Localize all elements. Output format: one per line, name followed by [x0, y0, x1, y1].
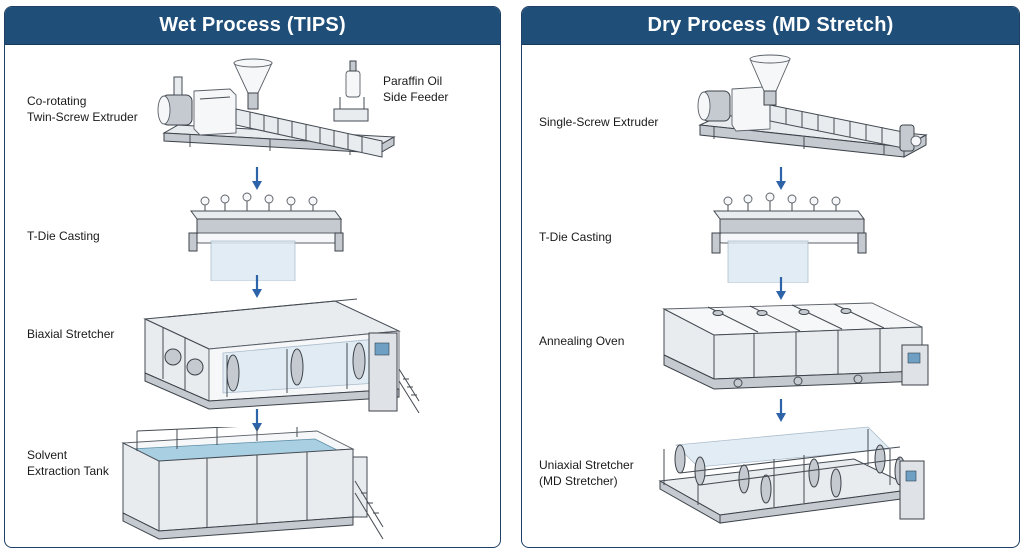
dry-step-4-label-line-2: (MD Stretcher) — [539, 474, 618, 488]
side-feeder-label-line-1: Paraffin Oil — [383, 74, 443, 88]
dry-step-4-label: Uniaxial Stretcher (MD Stretcher) — [539, 457, 634, 489]
down-arrow-icon — [776, 277, 786, 300]
dry-process-header: Dry Process (MD Stretch) — [522, 7, 1019, 45]
t-die-casting-icon — [711, 192, 867, 283]
wet-step-4-label-line-2: Extraction Tank — [27, 464, 109, 478]
wet-step-3-label: Biaxial Stretcher — [27, 326, 114, 342]
wet-process-title: Wet Process (TIPS) — [159, 14, 346, 36]
biaxial-stretcher-icon — [143, 298, 420, 414]
wet-step-4-label-line-1: Solvent — [27, 448, 68, 462]
dry-process-title: Dry Process (MD Stretch) — [647, 14, 894, 36]
t-die-casting-icon — [188, 192, 344, 281]
wet-step-1-label: Co-rotating Twin-Screw Extruder — [27, 93, 138, 125]
dry-process-panel: Dry Process (MD Stretch) Single-Screw Ex… — [521, 6, 1020, 548]
wet-process-panel: Wet Process (TIPS) Co-rotating Twin-Scre… — [4, 6, 501, 548]
dry-step-1-label: Single-Screw Extruder — [539, 114, 658, 130]
side-feeder-label: Paraffin Oil Side Feeder — [383, 73, 448, 105]
wet-step-1-label-line-1: Co-rotating — [27, 94, 87, 108]
wet-step-2-label-line-1: T-Die Casting — [27, 229, 100, 243]
uniaxial-stretcher-icon — [658, 426, 925, 524]
down-arrow-icon — [252, 275, 262, 298]
annealing-oven-icon — [662, 302, 929, 390]
dry-step-2-label: T-Die Casting — [539, 229, 612, 245]
twin-screw-extruder-icon — [157, 58, 396, 158]
wet-step-1-label-line-2: Twin-Screw Extruder — [27, 110, 138, 124]
wet-step-3-label-line-1: Biaxial Stretcher — [27, 327, 115, 341]
down-arrow-icon — [776, 167, 786, 190]
wet-process-header: Wet Process (TIPS) — [5, 7, 500, 45]
dry-step-3-label-line-1: Annealing Oven — [539, 334, 625, 348]
dry-step-2-label-line-1: T-Die Casting — [539, 230, 612, 244]
dry-step-3-label: Annealing Oven — [539, 333, 624, 349]
wet-step-2-label: T-Die Casting — [27, 228, 100, 244]
down-arrow-icon — [252, 167, 262, 190]
down-arrow-icon — [776, 399, 786, 422]
solvent-extraction-tank-icon — [121, 427, 384, 540]
single-screw-extruder-icon — [697, 54, 928, 158]
dry-step-4-label-line-1: Uniaxial Stretcher — [539, 458, 634, 472]
dry-step-1-label-line-1: Single-Screw Extruder — [539, 115, 659, 129]
wet-step-4-label: Solvent Extraction Tank — [27, 447, 109, 479]
side-feeder-label-line-2: Side Feeder — [383, 90, 449, 104]
